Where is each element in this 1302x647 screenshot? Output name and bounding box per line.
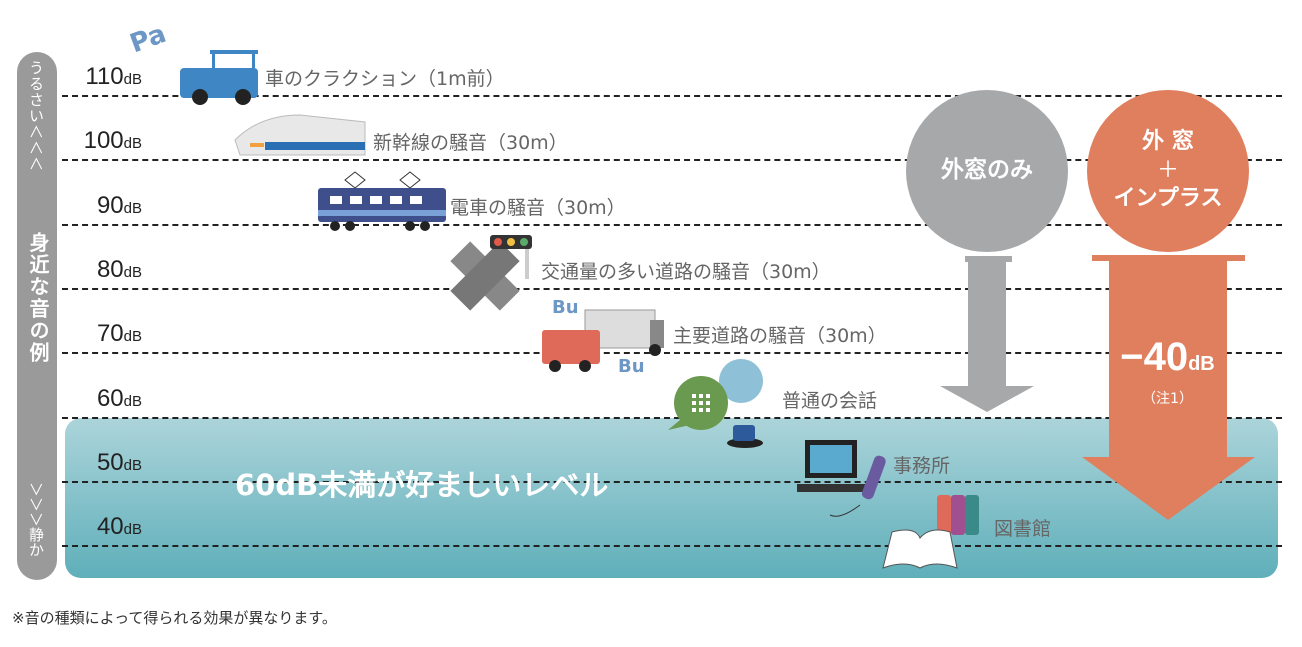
speech-bubbles-icon (668, 359, 763, 448)
shinkansen-icon (234, 114, 366, 156)
loud-label: うるさい＜＜＜ (27, 60, 45, 173)
car-icon: Pa (126, 19, 258, 105)
level-line (62, 95, 1282, 97)
example-conversation: 普通の会話 (782, 390, 878, 412)
scale-title: 身近な音の例 (26, 232, 50, 364)
reduction-note: （注1） (1142, 391, 1193, 407)
level-label: 100dB (83, 127, 142, 155)
example-busy-road: 交通量の多い道路の騒音（30m） (541, 261, 831, 283)
outer-window-only-label: 外窓のみ (941, 157, 1033, 184)
level-line (62, 545, 1282, 548)
scale-bar: うるさい＜＜＜ 身近な音の例 ＞＞＞静か (17, 52, 57, 580)
outer-window-arrow (940, 256, 1034, 412)
truck-icon: Bu Bu (542, 297, 664, 377)
computer-phone-icon (797, 440, 886, 517)
example-train: 電車の騒音（30m） (450, 197, 626, 219)
plus-icon: ＋ (1156, 157, 1179, 183)
example-shinkansen: 新幹線の騒音（30m） (373, 132, 568, 154)
level-label: 50dB (96, 448, 142, 476)
level-label: 80dB (96, 255, 142, 283)
outer-window-plus-inplus-circle: 外 窓 ＋ インプラス (1087, 90, 1249, 252)
level-line (62, 287, 1282, 290)
svg-text:Bu: Bu (552, 297, 579, 318)
svg-text:Bu: Bu (618, 356, 645, 377)
level-label: 90dB (96, 191, 142, 219)
level-line (62, 480, 1282, 483)
train-icon (318, 171, 446, 231)
level-label: 110dB (85, 63, 142, 90)
example-library: 図書館 (994, 518, 1052, 540)
preferred-zone (65, 418, 1278, 578)
outer-window-only-circle: 外窓のみ (906, 90, 1068, 252)
preferred-level-text: 60dB未満が好ましいレベル (235, 468, 609, 502)
intersection-icon (450, 235, 532, 311)
example-office: 事務所 (893, 455, 951, 477)
level-line (62, 159, 1282, 162)
combo-line1: 外 窓 (1142, 129, 1194, 155)
svg-text:Pa: Pa (126, 19, 170, 59)
level-line (62, 223, 1282, 226)
example-car-horn: 車のクラクション（1m前） (265, 68, 505, 90)
level-label: 40dB (96, 513, 142, 541)
quiet-label: ＞＞＞静か (27, 482, 45, 558)
level-label: 70dB (96, 320, 142, 348)
level-line (62, 416, 1282, 419)
reduction-value: −40dB (1120, 335, 1215, 379)
inplus-arrow (1082, 255, 1255, 520)
level-line (62, 352, 1282, 355)
footnote: ※音の種類によって得られる効果が異なります。 (12, 609, 337, 627)
books-icon (882, 495, 979, 569)
combo-line2: インプラス (1113, 186, 1223, 212)
level-label: 60dB (96, 384, 142, 412)
example-main-road: 主要道路の騒音（30m） (673, 325, 887, 347)
